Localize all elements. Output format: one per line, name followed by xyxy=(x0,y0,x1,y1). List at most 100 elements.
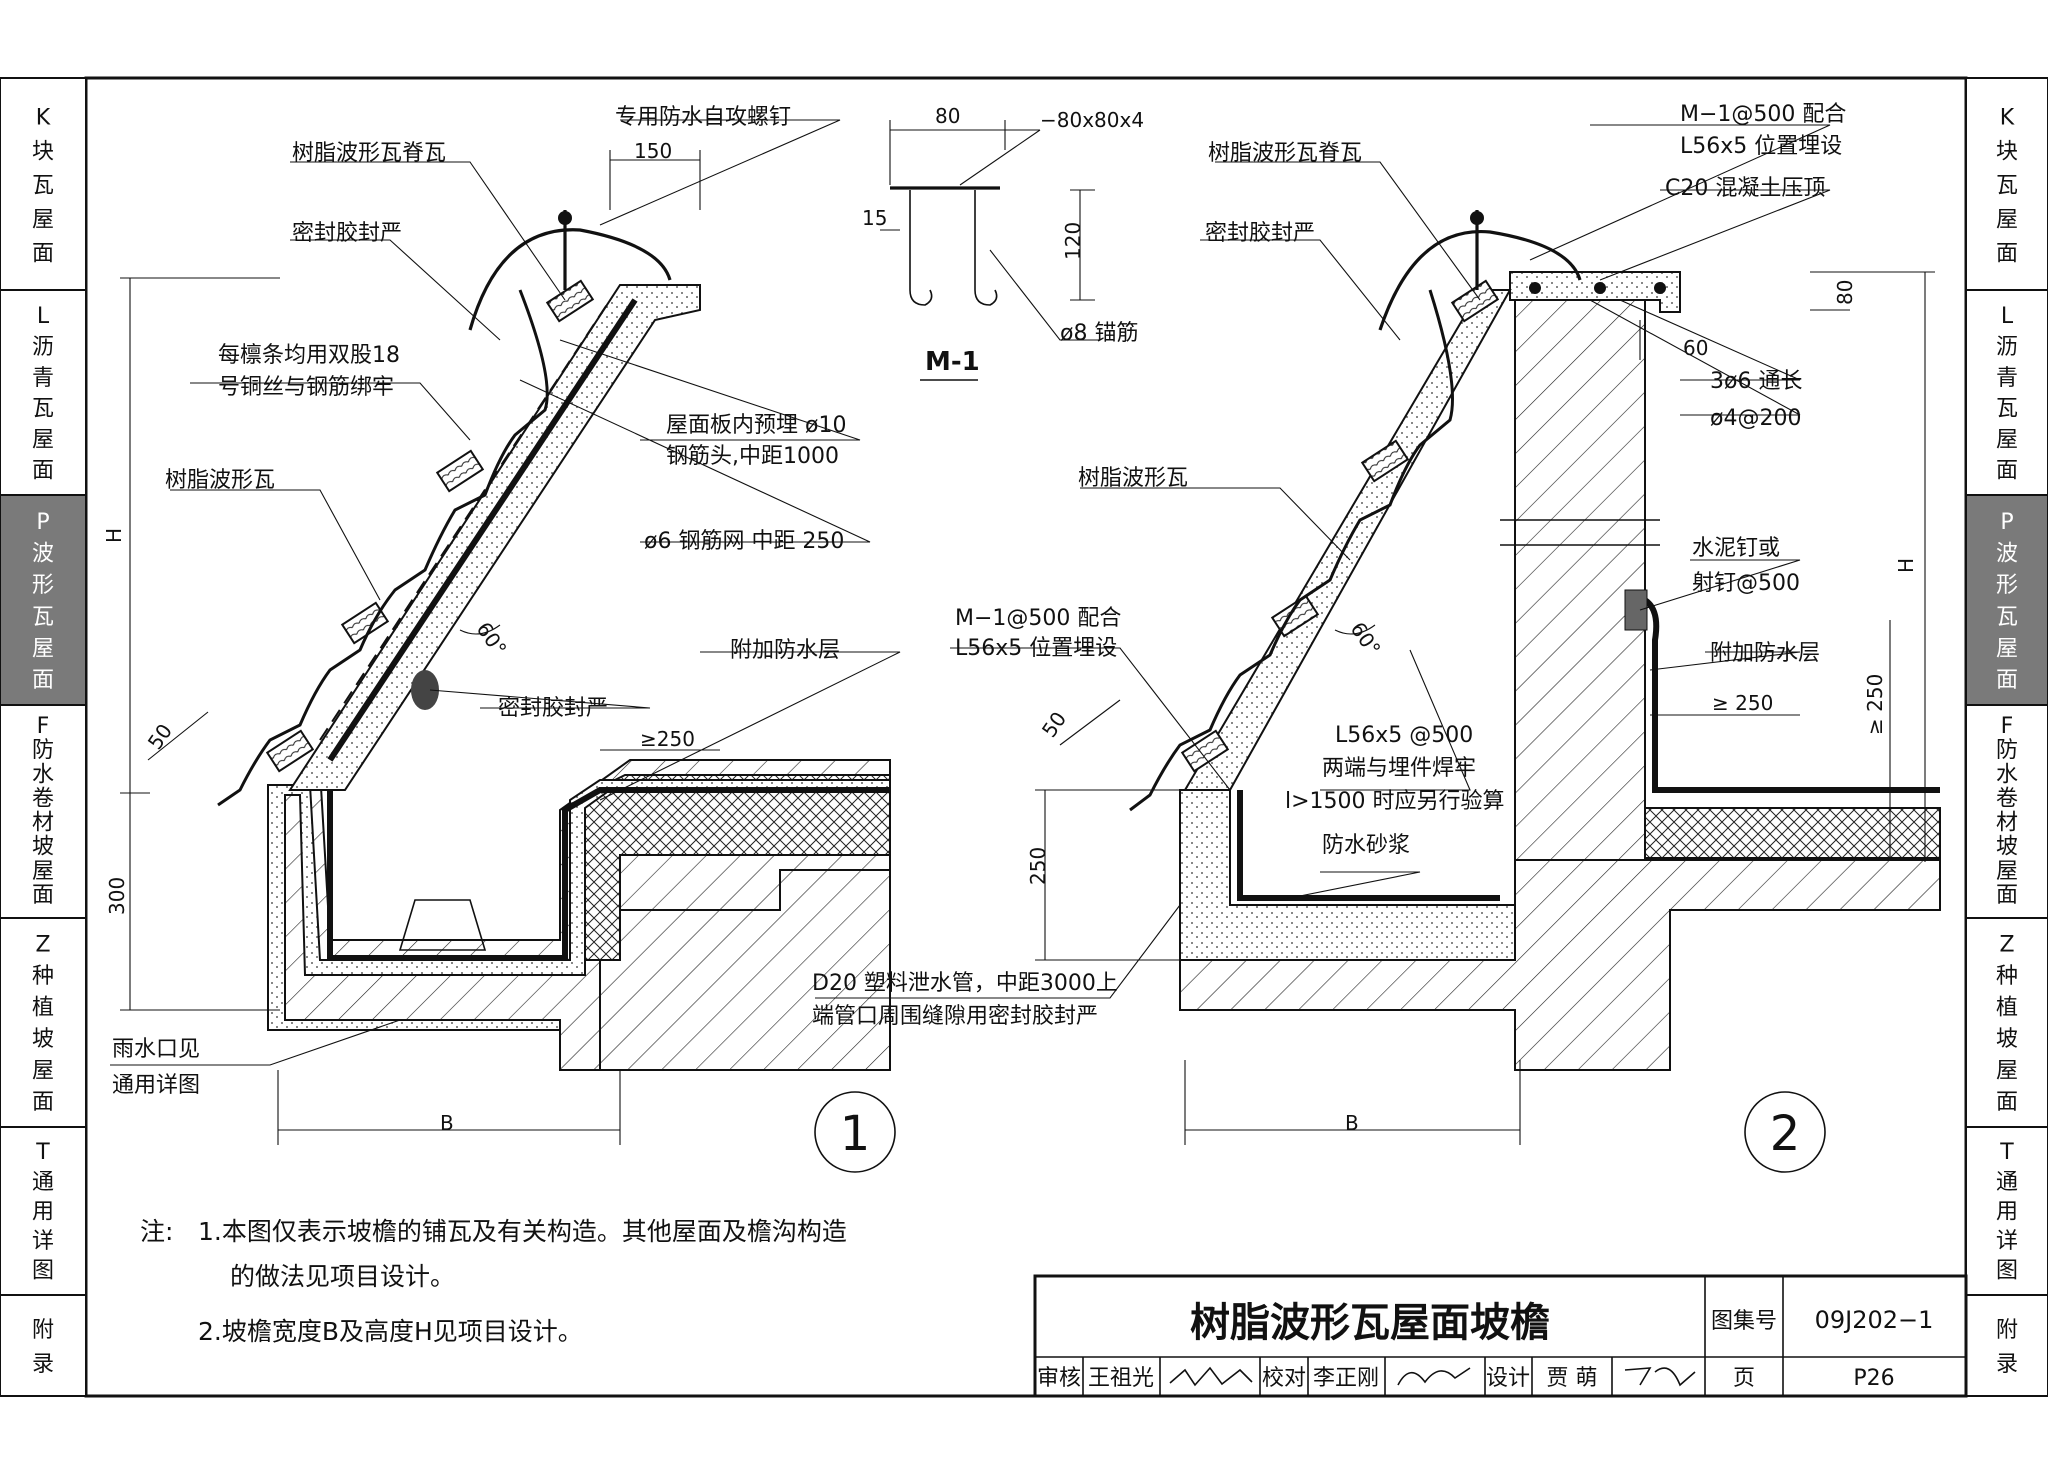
side-tab-char: 坡 xyxy=(1996,1027,2018,1052)
side-tab-char: 附 xyxy=(1996,1318,2018,1343)
d1-drain-label-1: 雨水口见 xyxy=(112,1037,200,1062)
side-tab-char: L xyxy=(2001,304,2014,329)
d2-m1-left-label-2: L56x5 位置埋设 xyxy=(955,636,1117,661)
title-block-title: 树脂波形瓦屋面坡檐 xyxy=(1190,1300,1550,1346)
page-number: P26 xyxy=(1853,1366,1894,1391)
side-tab-char: 通 xyxy=(32,1170,54,1195)
detail1-inclined-membrane xyxy=(327,298,638,762)
side-tab-char: 屋 xyxy=(1996,859,2018,884)
detail2-break-line xyxy=(1500,519,1660,546)
m1-dim-80: 80 xyxy=(935,104,960,128)
side-tab-char: 植 xyxy=(1996,996,2018,1021)
d2-dim-H: H xyxy=(1894,558,1918,573)
m1-title: M-1 xyxy=(925,347,980,377)
side-tab-char: 水 xyxy=(32,762,54,787)
side-tab-char: Z xyxy=(1999,933,2014,958)
side-tab-char: F xyxy=(37,714,50,739)
d1-tie-label-2: 号铜丝与钢筋绑牢 xyxy=(218,375,394,400)
d1-sealant-mid-label: 密封胶封严 xyxy=(498,696,608,721)
d2-dim-250b: ≥ 250 xyxy=(1712,691,1773,715)
side-tab-char: K xyxy=(36,106,51,131)
d1-mesh-label: ø6 钢筋网 中距 250 xyxy=(644,529,844,554)
side-tab-char: 面 xyxy=(32,883,54,908)
side-tab-right-appendix[interactable]: 附录 xyxy=(1965,1294,2048,1397)
side-tab-char: 面 xyxy=(32,458,54,483)
detail2-membrane-right xyxy=(1643,597,1940,793)
d2-nail-label-2: 射钉@500 xyxy=(1692,571,1800,596)
side-tab-char: 沥 xyxy=(32,335,54,360)
review-name: 王祖光 xyxy=(1088,1366,1154,1391)
d2-dim-50: 50 xyxy=(1037,707,1071,742)
side-tab-char: L xyxy=(37,304,50,329)
side-tab-char: T xyxy=(1999,1140,2014,1165)
notes-line-1: 1.本图仅表示坡檐的铺瓦及有关构造。其他屋面及檐沟构造 xyxy=(198,1217,847,1246)
check-name: 李正刚 xyxy=(1313,1366,1379,1391)
side-tab-char: 面 xyxy=(32,242,54,267)
side-tab-char: 坡 xyxy=(32,835,54,860)
d1-embed-label-1: 屋面板内预埋 ø10 xyxy=(666,413,846,438)
side-tab-char: 坡 xyxy=(1996,835,2018,860)
detail2-screw-head xyxy=(1470,211,1484,225)
side-tab-char: 用 xyxy=(1996,1199,2018,1224)
side-tab-char: 沥 xyxy=(1996,335,2018,360)
side-tab-char: K xyxy=(2000,106,2015,131)
m1-anchors xyxy=(909,190,998,306)
side-tab-char: 屋 xyxy=(1996,427,2018,452)
d2-m1-left-label-1: M−1@500 配合 xyxy=(955,606,1121,631)
side-tab-char: 图 xyxy=(32,1259,54,1284)
detail2-coping xyxy=(1509,271,1681,313)
detail2-wall xyxy=(1514,299,1646,861)
notes: 注: 1.本图仅表示坡檐的铺瓦及有关构造。其他屋面及檐沟构造 的做法见项目设计。… xyxy=(140,1217,847,1346)
detail2-insulation xyxy=(1644,807,1941,859)
side-tab-char: 屋 xyxy=(32,427,54,452)
side-tab-char: 面 xyxy=(1996,458,2018,483)
detail-2: M−1@500 配合 L56x5 位置埋设 C20 混凝土压顶 树脂波形瓦脊瓦 … xyxy=(812,102,1941,1173)
side-tab-char: 青 xyxy=(1996,366,2018,391)
side-tab-char: 卷 xyxy=(1996,786,2018,811)
detail-1: 专用防水自攻螺钉 树脂波形瓦脊瓦 密封胶封严 每檩条均用双股18 号铜丝与钢筋绑… xyxy=(102,105,901,1173)
atlas-number: 09J202−1 xyxy=(1815,1306,1934,1334)
d2-bars-label: 3ø6 通长 xyxy=(1710,369,1802,394)
side-tab-char: Z xyxy=(35,933,50,958)
side-tab-char: 通 xyxy=(1996,1170,2018,1195)
design-label: 设计 xyxy=(1486,1366,1530,1391)
d1-dim-B: B xyxy=(440,1111,454,1135)
detail2-ridge-cap xyxy=(1378,229,1582,331)
d2-mortar-label: 防水砂浆 xyxy=(1322,833,1410,858)
side-tab-char: 屋 xyxy=(32,636,54,661)
d1-drain-label-2: 通用详图 xyxy=(112,1073,200,1098)
d2-dim-B: B xyxy=(1345,1111,1359,1135)
side-tab-char: P xyxy=(36,510,49,535)
detail2-slab xyxy=(1179,859,1941,1071)
side-tab-char: 用 xyxy=(32,1199,54,1224)
check-label: 校对 xyxy=(1262,1366,1306,1391)
d2-pipe-label-1: D20 塑料泄水管，中距3000上 xyxy=(812,971,1118,996)
d2-angle-label-2: 两端与埋件焊牢 xyxy=(1322,756,1476,781)
d2-m1-top-label-2: L56x5 位置埋设 xyxy=(1680,134,1842,159)
m1-dimensions xyxy=(880,120,1100,341)
detail1-screw-head xyxy=(558,211,572,225)
m1-anchor-label: ø8 锚筋 xyxy=(1060,321,1138,346)
detail2-leaders xyxy=(815,124,1831,999)
side-tab-char: 瓦 xyxy=(1996,605,2018,630)
side-tab-char: 瓦 xyxy=(32,605,54,630)
d1-dim-angle: 60° xyxy=(472,617,512,660)
side-tab-left-appendix[interactable]: 附录 xyxy=(0,1294,87,1397)
d1-screw-label: 专用防水自攻螺钉 xyxy=(615,105,791,130)
detail1-ridge-cap xyxy=(468,228,672,331)
side-tab-char: 材 xyxy=(32,811,54,836)
detail1-sealant-blob xyxy=(411,670,439,710)
